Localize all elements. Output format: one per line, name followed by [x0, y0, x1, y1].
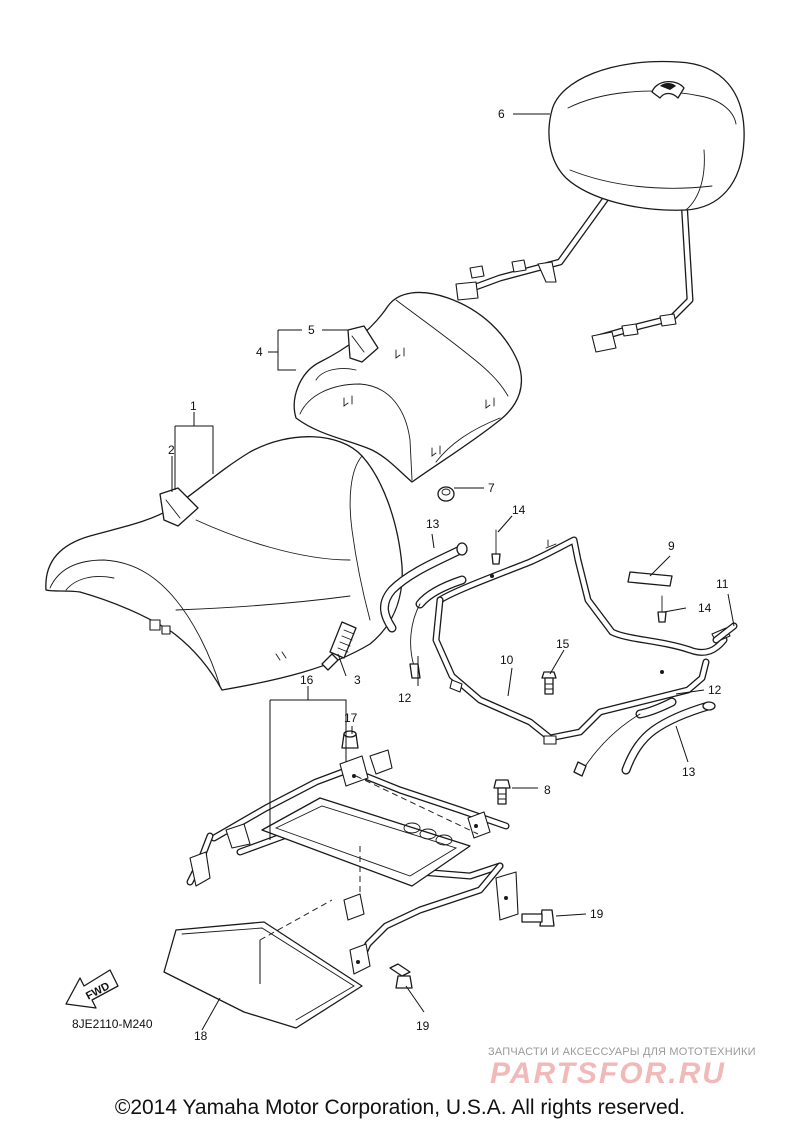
- lever-part-11: [712, 622, 738, 644]
- cushion-part-17: [341, 730, 359, 749]
- callout-17: 17: [344, 711, 358, 725]
- callout-18: 18: [194, 1029, 208, 1043]
- cable-part-12b: [573, 697, 677, 777]
- callout-12-b: 12: [708, 683, 722, 697]
- passenger-seat-part-4: [293, 291, 522, 483]
- alignment-line: [355, 775, 479, 835]
- callout-4: 4: [256, 345, 263, 359]
- callout-8: 8: [544, 783, 551, 797]
- damper-part-7: [437, 486, 455, 502]
- strap-part-5: [347, 325, 379, 363]
- grab-bar-part-10: [432, 536, 731, 745]
- pin-part-14a: [491, 529, 501, 565]
- bolt-part-15: [541, 671, 557, 695]
- callout-9: 9: [668, 539, 675, 553]
- callout-10: 10: [500, 653, 514, 667]
- callout-1: 1: [190, 399, 197, 413]
- mat-part-18: [163, 921, 363, 1029]
- callout-13-a: 13: [426, 517, 440, 531]
- copyright-footer: ©2014 Yamaha Motor Corporation, U.S.A. A…: [114, 1096, 686, 1119]
- bolt-part-19b: [389, 963, 413, 989]
- cable-part-13b: [621, 701, 716, 775]
- callout-3: 3: [354, 673, 361, 687]
- bolt-part-8: [493, 779, 511, 805]
- rider-seat-part-1: [45, 436, 403, 691]
- bolt-part-19a: [521, 909, 555, 927]
- alignment-line: [259, 899, 333, 941]
- callout-16: 16: [300, 673, 314, 687]
- callout-14-a: 14: [512, 503, 526, 517]
- seat-lock-part-3: [321, 621, 357, 671]
- watermark-tagline: ЗАПЧАСТИ И АКСЕССУАРЫ ДЛЯ МОТОТЕХНИКИ: [488, 1046, 756, 1058]
- watermark-logo: PARTSFOR.RU: [490, 1057, 726, 1090]
- callout-13-b: 13: [682, 765, 696, 779]
- callout-15: 15: [556, 637, 570, 651]
- forward-arrow-icon: FWD: [65, 969, 119, 1009]
- backrest-part-6: [455, 60, 745, 353]
- callout-19-a: 19: [590, 907, 604, 921]
- callout-12-a: 12: [398, 691, 412, 705]
- callout-19-b: 19: [416, 1019, 430, 1033]
- callout-14-b: 14: [698, 601, 712, 615]
- diagram-code: 8JE2110-M240: [72, 1017, 153, 1031]
- callout-11: 11: [716, 577, 729, 591]
- callout-2: 2: [168, 443, 175, 457]
- pin-part-14b: [657, 595, 667, 623]
- seat-frame-part-16: [186, 749, 519, 975]
- callout-7: 7: [488, 481, 495, 495]
- callout-5: 5: [308, 323, 315, 337]
- cable-part-13a: [380, 542, 468, 633]
- callout-6: 6: [498, 107, 505, 121]
- sticker-part-9: [627, 571, 673, 587]
- leader-lines: [171, 113, 735, 1031]
